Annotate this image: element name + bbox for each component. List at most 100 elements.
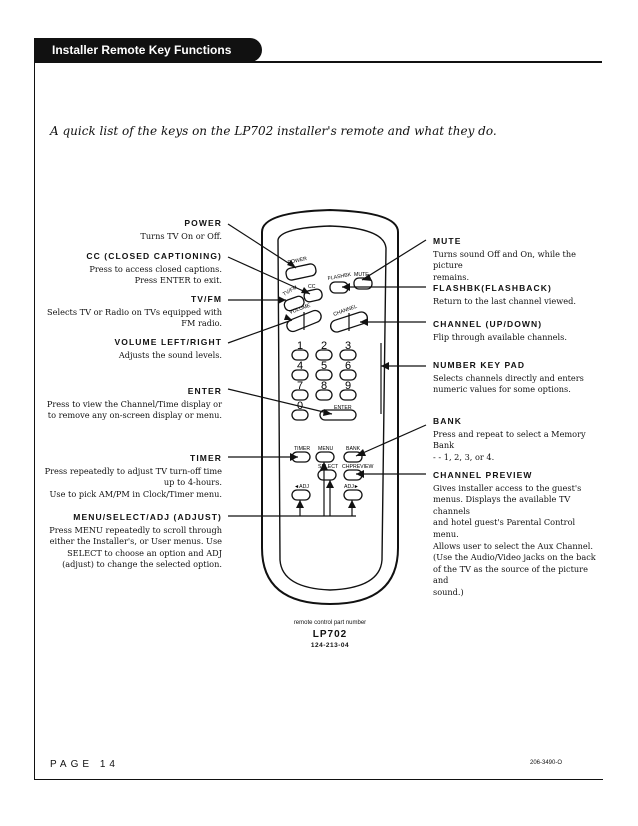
channel-callout: CHANNEL (UP/DOWN) Flip through available…	[433, 319, 603, 343]
cc-desc-line: Press ENTER to exit.	[134, 275, 222, 286]
part-number: 124-213-04	[310, 642, 350, 649]
flashbk-desc-line: Return to the last channel viewed.	[433, 295, 576, 306]
page-frame	[34, 38, 603, 780]
intro-text: A quick list of the keys on the LP702 in…	[50, 124, 497, 138]
remote-inner-outline	[277, 225, 387, 591]
section-title: Installer Remote Key Functions	[34, 38, 262, 62]
mute-desc-line: remains.	[433, 271, 470, 282]
mute-heading: MUTE	[433, 236, 462, 246]
power-callout: POWER Turns TV On or Off.	[40, 218, 222, 242]
document-code: 206-3490-O	[530, 760, 563, 766]
digit-0-key	[291, 409, 309, 421]
cc-callout: CC (CLOSED CAPTIONING) Press to access c…	[40, 251, 222, 287]
tvfm-desc-line: FM radio.	[181, 318, 222, 329]
chpreview-desc-line: menus. Displays the available TV channel…	[433, 494, 571, 516]
menu-heading: MENU/SELECT/ADJ (ADJUST)	[73, 512, 222, 522]
digit-3-label: 3	[345, 340, 351, 352]
timer-desc-line: up to 4-hours.	[163, 477, 222, 488]
digit-2-label: 2	[321, 340, 327, 352]
digit-9-key	[339, 389, 357, 401]
digit-1-label: 1	[297, 340, 303, 352]
menu-callout: MENU/SELECT/ADJ (ADJUST) Press MENU repe…	[40, 512, 222, 571]
bank-key-label: BANK	[346, 446, 361, 452]
mute-callout: MUTE Turns sound Off and On, while the p…	[433, 236, 603, 283]
chpreview-desc-line: Gives installer access to the guest's	[433, 482, 582, 493]
cc-desc-line: Press to access closed captions.	[89, 263, 222, 274]
keypad-desc-line: numeric values for some options.	[433, 384, 571, 395]
menu-desc-line: either the Installer's, or User menus. U…	[49, 536, 222, 547]
select-key	[317, 469, 337, 481]
volume-callout: VOLUME LEFT/RIGHT Adjusts the sound leve…	[40, 337, 222, 361]
adj-left-key	[291, 489, 311, 501]
flashbk-key-label: FLASHBK	[327, 272, 352, 282]
menu-key	[315, 451, 335, 463]
digit-1-key	[291, 349, 309, 361]
adj-right-key-label: ADJ►	[344, 484, 359, 490]
timer-desc-line: Press repeatedly to adjust TV turn-off t…	[44, 465, 222, 476]
chpreview-desc-line: (Use the Audio/Video jacks on the back	[433, 552, 596, 563]
menu-desc-line: SELECT to choose an option and ADJ	[67, 547, 222, 558]
adj-left-key-label: ◄ADJ	[294, 484, 309, 490]
cc-key-label: CC	[308, 284, 316, 290]
power-key-label: POWER	[287, 256, 308, 266]
power-key	[285, 263, 317, 281]
part-caption: remote control part number	[293, 620, 367, 626]
arrowheads	[278, 260, 389, 508]
digit-5-label: 5	[321, 360, 327, 372]
digit-6-key	[339, 369, 357, 381]
digit-8-label: 8	[321, 380, 327, 392]
chpreview-callout: CHANNEL PREVIEW Gives installer access t…	[433, 470, 603, 599]
tvfm-heading: TV/FM	[191, 294, 222, 304]
power-heading: POWER	[184, 218, 222, 228]
enter-callout: ENTER Press to view the Channel/Time dis…	[40, 386, 222, 422]
enter-heading: ENTER	[187, 386, 222, 396]
bank-heading: BANK	[433, 416, 462, 426]
power-desc-line: Turns TV On or Off.	[140, 230, 222, 241]
bank-callout: BANK Press and repeat to select a Memory…	[433, 416, 603, 463]
digit-4-key	[291, 369, 309, 381]
chpreview-desc-line: sound.)	[433, 586, 464, 597]
chpreview-heading: CHANNEL PREVIEW	[433, 470, 533, 480]
adj-right-key	[343, 489, 363, 501]
tvfm-callout: TV/FM Selects TV or Radio on TVs equippe…	[40, 294, 222, 330]
mute-key-label: MUTE	[354, 272, 369, 278]
menu-desc-line: (adjust) to change the selected option.	[62, 559, 222, 570]
chpreview-desc-line: of the TV as the source of the picture a…	[433, 563, 588, 586]
tvfm-key-label: TV/FM	[282, 285, 298, 298]
digit-7-key	[291, 389, 309, 401]
flashbk-callout: FLASHBK(FLASHBACK) Return to the last ch…	[433, 283, 603, 307]
bank-desc-line: - - 1, 2, 3, or 4.	[433, 451, 495, 462]
cc-heading: CC (CLOSED CAPTIONING)	[86, 251, 222, 261]
digit-9-label: 9	[345, 380, 351, 392]
remote-outline	[261, 208, 399, 606]
timer-callout: TIMER Press repeatedly to adjust TV turn…	[40, 453, 222, 500]
digit-2-key	[315, 349, 333, 361]
title-rule	[34, 61, 602, 63]
chpreview-desc-line: and hotel guest's Parental Control menu.	[433, 517, 576, 539]
digit-4-label: 4	[297, 360, 303, 372]
flashbk-heading: FLASHBK(FLASHBACK)	[433, 283, 552, 293]
digit-8-key	[315, 389, 333, 401]
keypad-desc-line: Selects channels directly and enters	[433, 372, 584, 383]
menu-key-label: MENU	[318, 446, 334, 452]
page-number: PAGE 14	[50, 759, 119, 770]
chpreview-key-label: CHPREVIEW	[342, 464, 374, 470]
enter-key-label: ENTER	[334, 405, 352, 411]
bank-desc-line: Press and repeat to select a Memory Bank	[433, 428, 586, 451]
chpreview-desc-line: Allows user to select the Aux Channel.	[433, 540, 593, 551]
enter-desc-line: Press to view the Channel/Time display o…	[46, 398, 222, 409]
digit-7-label: 7	[297, 380, 303, 392]
mute-desc-line: Turns sound Off and On, while the pictur…	[433, 248, 576, 271]
keypad-heading: NUMBER KEY PAD	[433, 360, 526, 370]
cc-key	[303, 288, 323, 303]
timer-key-label: TIMER	[294, 446, 310, 452]
part-model: LP702	[312, 629, 348, 640]
mute-key	[353, 277, 373, 290]
volume-desc-line: Adjusts the sound levels.	[118, 349, 222, 360]
digit-5-key	[315, 369, 333, 381]
select-key-label: SELECT	[318, 464, 339, 470]
tvfm-key	[283, 295, 305, 312]
timer-desc-line: Use to pick AM/PM in Clock/Timer menu.	[49, 488, 222, 499]
digit-3-key	[339, 349, 357, 361]
